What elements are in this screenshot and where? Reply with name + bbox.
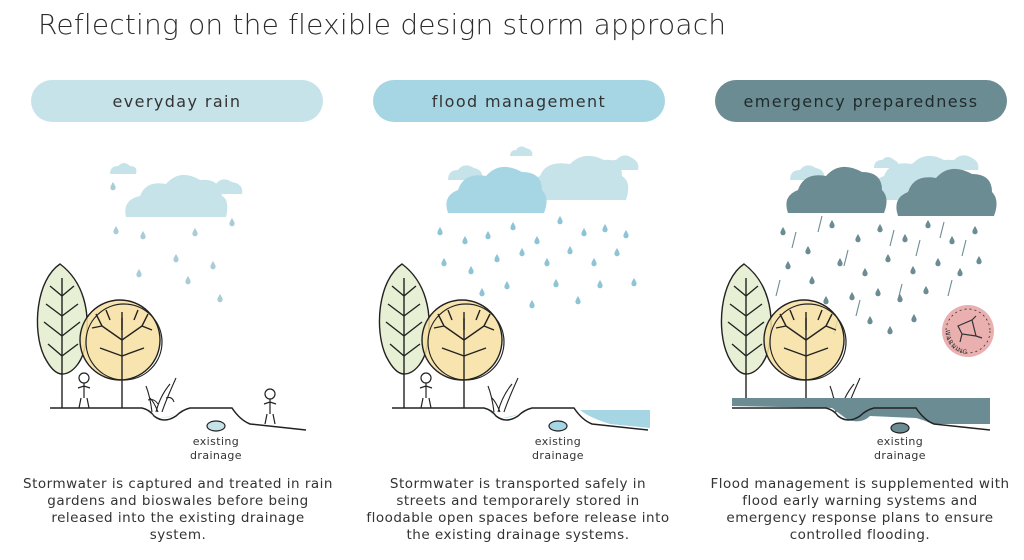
flood-water [732, 398, 990, 424]
person-icon [263, 388, 277, 425]
panel-flood-management [378, 146, 650, 432]
panel-emergency-preparedness: WARNING [720, 155, 997, 434]
plant-icon [829, 377, 861, 413]
drain-icon [206, 420, 226, 432]
drainage-label: existing drainage [532, 435, 584, 462]
ground-line [392, 407, 649, 431]
label-emergency-preparedness: emergency preparedness [715, 80, 1007, 122]
tree-icon [36, 263, 88, 408]
description-everyday-rain: Stormwater is captured and treated in ra… [23, 476, 333, 543]
cloud-icon [446, 166, 547, 213]
description-flood-management: Stormwater is transported safely in stre… [366, 476, 670, 543]
cloud-icon [786, 166, 997, 216]
page-title: Reflecting on the flexible design storm … [38, 8, 727, 41]
cloud-icon [448, 146, 639, 200]
tree-icon [421, 299, 505, 408]
label-everyday-rain: everyday rain [31, 80, 323, 122]
label-flood-management: flood management [373, 80, 665, 122]
description-emergency-preparedness: Flood management is supplemented with fl… [710, 476, 1010, 543]
tree-icon [763, 299, 847, 402]
panel-everyday-rain [36, 163, 307, 432]
drain-icon [890, 422, 910, 434]
ground-line [732, 407, 991, 431]
tree-icon [378, 263, 430, 408]
drain-icon [548, 420, 568, 432]
cloud-icon [110, 163, 243, 217]
tree-icon [720, 263, 772, 402]
drainage-label: existing drainage [874, 435, 926, 462]
person-icon [77, 372, 91, 409]
rain-drops [437, 216, 637, 309]
ground-line [50, 407, 307, 431]
rain-streaks [775, 215, 967, 335]
warning-badge-icon: WARNING [942, 305, 994, 357]
drainage-label: existing drainage [190, 435, 242, 462]
plant-icon [145, 377, 177, 413]
plant-icon [487, 377, 519, 413]
person-icon [419, 372, 433, 409]
tree-icon [79, 299, 163, 408]
